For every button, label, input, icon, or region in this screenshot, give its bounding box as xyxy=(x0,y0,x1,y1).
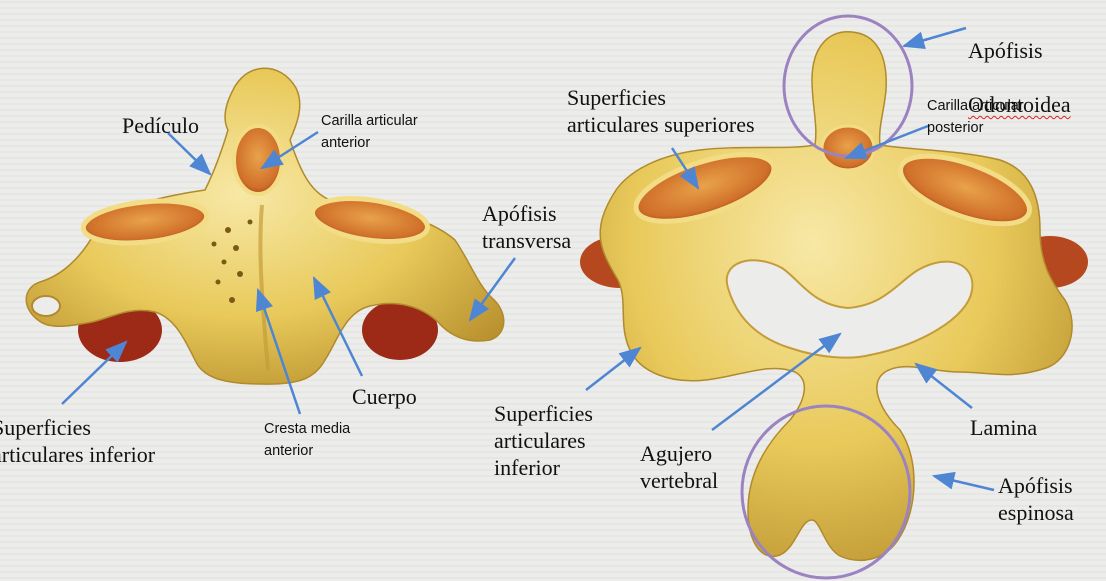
right-facet-left xyxy=(633,152,777,224)
right-facet-right xyxy=(897,153,1033,227)
left-vertebra xyxy=(25,67,505,385)
arrow-cresta-media xyxy=(255,287,302,415)
left-inferior-surface-right xyxy=(362,300,438,360)
label-superficies-articulares-inferior-right: Superficies articulares inferior xyxy=(494,401,593,480)
label-carilla-articular-posterior: Carilla articular posterior xyxy=(927,98,1024,136)
left-transverse-foramen xyxy=(31,295,61,317)
arrow-superficies-inferior-right xyxy=(585,346,642,391)
label-carilla-articular-anterior: Carilla articular anterior xyxy=(321,113,418,151)
arrow-cuerpo xyxy=(312,275,364,377)
label-cresta-media-anterior: Cresta media anterior xyxy=(264,421,351,459)
label-superficies-articulares-superiores: Superficies articulares superiores xyxy=(567,85,755,137)
spinous-circle xyxy=(740,404,912,580)
arrow-apofisis-transversa xyxy=(468,257,517,322)
label-superficies-articulares-inferior-left: Superficies articulares inferior xyxy=(0,415,156,467)
label-lamina: Lamina xyxy=(970,415,1038,440)
arrow-carilla-posterior xyxy=(843,124,929,160)
label-apofisis-odontoidea-line1: Apófisis xyxy=(968,38,1043,63)
arrow-apofisis-espinosa xyxy=(931,471,995,492)
arrow-lamina xyxy=(914,362,973,409)
label-cuerpo: Cuerpo xyxy=(352,384,417,409)
arrows xyxy=(61,26,995,492)
label-apofisis-odontoidea-line2: Odontoidea xyxy=(968,92,1071,117)
right-posterior-facet xyxy=(820,124,876,172)
label-pediculo: Pedículo xyxy=(122,113,199,138)
left-facet-right xyxy=(309,196,431,244)
arrow-agujero-vertebral xyxy=(711,332,842,431)
arrow-superficies-inferior-left xyxy=(61,340,128,405)
label-apofisis-odontoidea: Apófisis Odontoidea xyxy=(968,10,1071,118)
label-apofisis-transversa: Apófisis transversa xyxy=(482,201,572,253)
arrow-carilla-anterior xyxy=(260,130,319,170)
arrow-pediculo xyxy=(167,132,212,176)
arrow-odontoidea xyxy=(901,26,967,49)
right-vertebral-foramen xyxy=(725,259,974,359)
label-apofisis-espinosa: Apófisis espinosa xyxy=(998,473,1074,525)
left-facet-left xyxy=(80,198,210,246)
label-agujero-vertebral: Agujero vertebral xyxy=(640,441,719,493)
right-vertebra xyxy=(580,14,1088,580)
arrow-superficies-superiores xyxy=(670,147,700,190)
